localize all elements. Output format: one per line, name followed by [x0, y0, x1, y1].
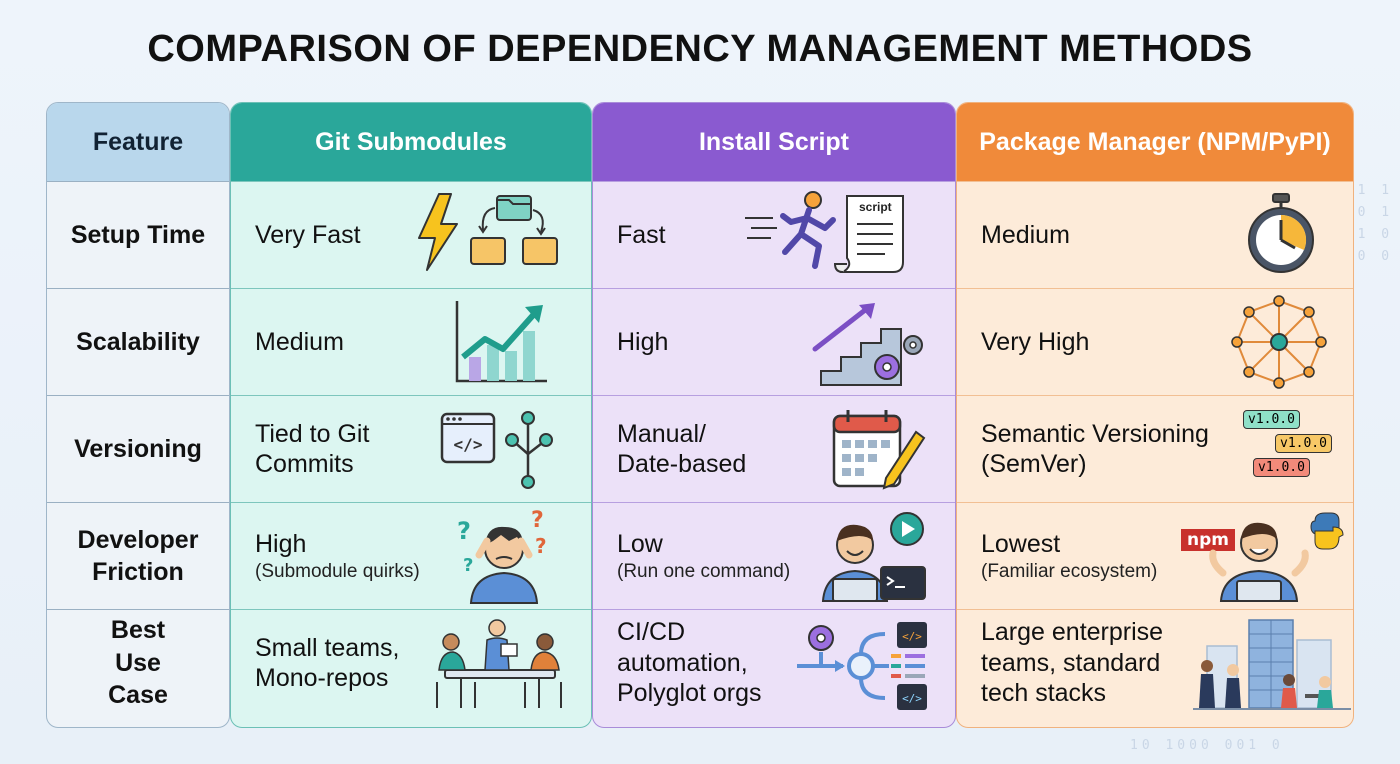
npm-python-developer-icon: [1209, 512, 1344, 602]
stopwatch-icon: [1248, 193, 1314, 273]
pkg-friction-note: (Familiar ecosystem): [981, 561, 1158, 583]
page-title: COMPARISON OF DEPENDENCY MANAGEMENT METH…: [147, 28, 1253, 70]
install-scalability-cell: High: [593, 288, 955, 395]
confused-developer-icon: ? ? ? ?: [457, 509, 547, 604]
git-versioning-cell: Tied to Git Commits </>: [231, 395, 591, 502]
pkg-friction-cell: Lowest (Familiar ecosystem) npm: [957, 502, 1353, 609]
install-script-column: Install Script Fast script High: [592, 102, 956, 728]
pkg-versioning-cell: Semantic Versioning (SemVer) v1.0.0 v1.0…: [957, 395, 1353, 502]
svg-text:?: ?: [457, 517, 471, 545]
git-setup-time-cell: Very Fast: [231, 181, 591, 288]
pkg-versioning-value: Semantic Versioning (SemVer): [981, 419, 1209, 479]
package-manager-column: Package Manager (NPM/PyPI) Medium Very H…: [956, 102, 1354, 728]
install-friction-value: Low: [617, 529, 663, 558]
pkg-scalability-value: Very High: [981, 327, 1090, 356]
pkg-setup-time-cell: Medium: [957, 181, 1353, 288]
install-versioning-value: Manual/ Date-based: [617, 419, 747, 479]
feature-column: Feature Setup Time Scalability Versionin…: [46, 102, 230, 728]
git-friction-value: High: [255, 529, 307, 558]
git-friction-cell: High (Submodule quirks) ? ? ? ?: [231, 502, 591, 609]
script-icon-label: script: [859, 200, 892, 214]
version-tag-1: v1.0.0: [1243, 410, 1300, 429]
enterprise-buildings-icon: [1193, 619, 1351, 710]
calendar-pencil-icon: [832, 410, 926, 490]
install-setup-time-value: Fast: [617, 220, 666, 249]
install-friction-note: (Run one command): [617, 561, 791, 583]
pkg-use-case-cell: Large enterprise teams, standard tech st…: [957, 609, 1353, 716]
pkg-scalability-cell: Very High: [957, 288, 1353, 395]
svg-text:?: ?: [531, 509, 544, 533]
svg-text:</>: </>: [454, 435, 483, 454]
network-graph-icon: [1231, 295, 1327, 389]
binary-decoration-bottom: 10 1000 001 0: [1130, 738, 1284, 753]
git-use-case-cell: Small teams, Mono-repos: [231, 609, 591, 716]
git-submodules-header: Git Submodules: [231, 103, 591, 181]
team-meeting-icon: [436, 619, 562, 708]
pkg-use-case-value: Large enterprise teams, standard tech st…: [981, 618, 1164, 708]
install-scalability-value: High: [617, 327, 669, 356]
code-branch-icon: </>: [440, 411, 553, 489]
git-scalability-value: Medium: [255, 327, 344, 356]
git-use-case-value: Small teams, Mono-repos: [255, 633, 400, 693]
stairs-gears-icon: [812, 303, 923, 386]
pkg-friction-value: Lowest: [981, 529, 1061, 558]
feature-setup-time: Setup Time: [47, 181, 229, 288]
version-tags-icon: v1.0.0 v1.0.0 v1.0.0: [1241, 410, 1341, 490]
install-use-case-value: CI/CD automation, Polyglot orgs: [617, 618, 762, 708]
version-tag-3: v1.0.0: [1253, 458, 1310, 477]
pkg-setup-time-value: Medium: [981, 220, 1070, 249]
pipeline-icon: </> </>: [797, 622, 927, 710]
feature-versioning: Versioning: [47, 395, 229, 502]
git-submodules-column: Git Submodules Very Fast Medium Tied t: [230, 102, 592, 728]
feature-scalability: Scalability: [47, 288, 229, 395]
git-versioning-value: Tied to Git Commits: [255, 419, 370, 479]
git-scalability-cell: Medium: [231, 288, 591, 395]
git-setup-time-value: Very Fast: [255, 220, 361, 249]
running-script-icon: [745, 191, 904, 273]
install-versioning-cell: Manual/ Date-based: [593, 395, 955, 502]
feature-developer-friction: Developer Friction: [47, 502, 229, 609]
svg-text:</>: </>: [902, 630, 922, 643]
install-use-case-cell: CI/CD automation, Polyglot orgs </> </>: [593, 609, 955, 716]
version-tag-2: v1.0.0: [1275, 434, 1332, 453]
package-manager-header: Package Manager (NPM/PyPI): [957, 103, 1353, 181]
happy-developer-terminal-icon: [821, 512, 926, 602]
growth-chart-icon: [455, 301, 547, 383]
npm-logo: npm: [1181, 529, 1235, 551]
svg-text:?: ?: [463, 555, 473, 576]
install-setup-time-cell: Fast script: [593, 181, 955, 288]
feature-header: Feature: [47, 103, 229, 181]
install-script-header: Install Script: [593, 103, 955, 181]
svg-text:?: ?: [535, 534, 547, 558]
install-friction-cell: Low (Run one command): [593, 502, 955, 609]
feature-best-use-case: Best Use Case: [47, 609, 229, 716]
git-friction-note: (Submodule quirks): [255, 561, 420, 583]
lightning-folders-icon: [418, 193, 558, 271]
svg-text:</>: </>: [902, 692, 922, 705]
